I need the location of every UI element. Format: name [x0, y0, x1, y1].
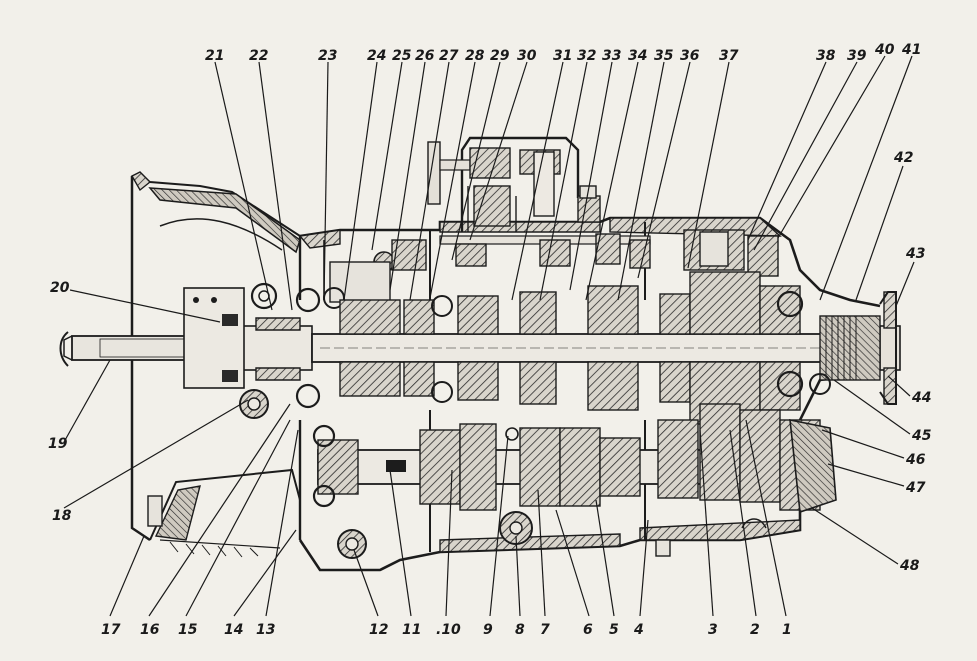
label-19: 19: [48, 436, 68, 452]
clutch-housing: [130, 171, 301, 558]
shift-tower: [427, 136, 601, 232]
label-25: 25: [392, 48, 412, 64]
label-40: 40: [874, 42, 895, 58]
label-12: 12: [369, 622, 388, 638]
main-shaft: [295, 271, 901, 425]
label-18: 18: [52, 508, 72, 524]
upper-gear-train: [323, 229, 779, 309]
label-4: 4: [633, 622, 644, 638]
label-34: 34: [628, 48, 647, 64]
label-48: 48: [899, 558, 920, 574]
label-1: 1: [782, 622, 792, 638]
label-42: 42: [893, 150, 913, 166]
label-5: 5: [609, 622, 619, 638]
label-33: 33: [602, 48, 621, 64]
label-26: 26: [415, 48, 435, 64]
label-43: 43: [905, 246, 925, 262]
label-38: 38: [816, 48, 836, 64]
label-30: 30: [517, 48, 537, 64]
label-14: 14: [224, 622, 243, 638]
label-39: 39: [847, 48, 867, 64]
label-8: 8: [515, 622, 525, 638]
label-20: 20: [50, 280, 70, 296]
label-45: 45: [911, 428, 932, 444]
label-21: 21: [205, 48, 224, 64]
label-2: 2: [750, 622, 760, 638]
label-24: 24: [367, 48, 386, 64]
label-17: 17: [101, 622, 121, 638]
label-11: 11: [402, 622, 421, 638]
label-46: 46: [905, 452, 926, 468]
label-7: 7: [540, 622, 550, 638]
label-10: .10: [436, 622, 461, 638]
label-15: 15: [178, 622, 198, 638]
label-44: 44: [911, 390, 931, 406]
label-29: 29: [490, 48, 510, 64]
label-47: 47: [905, 480, 926, 496]
label-32: 32: [577, 48, 596, 64]
label-23: 23: [318, 48, 337, 64]
front-cover: [183, 282, 301, 419]
label-16: 16: [140, 622, 160, 638]
label-6: 6: [583, 622, 593, 638]
label-36: 36: [680, 48, 700, 64]
label-27: 27: [439, 48, 459, 64]
label-9: 9: [483, 622, 493, 638]
label-28: 28: [465, 48, 485, 64]
label-22: 22: [249, 48, 268, 64]
leader-lines: [63, 55, 915, 617]
lower-details: [337, 511, 767, 559]
counter-shaft: [312, 403, 837, 514]
label-3: 3: [708, 622, 718, 638]
label-13: 13: [256, 622, 275, 638]
label-35: 35: [654, 48, 674, 64]
label-37: 37: [719, 48, 739, 64]
label-41: 41: [901, 42, 921, 58]
part-number-labels: 21 22 23 24 25 26 27 28 29 30 31 32 33 3…: [48, 42, 932, 638]
label-31: 31: [553, 48, 572, 64]
